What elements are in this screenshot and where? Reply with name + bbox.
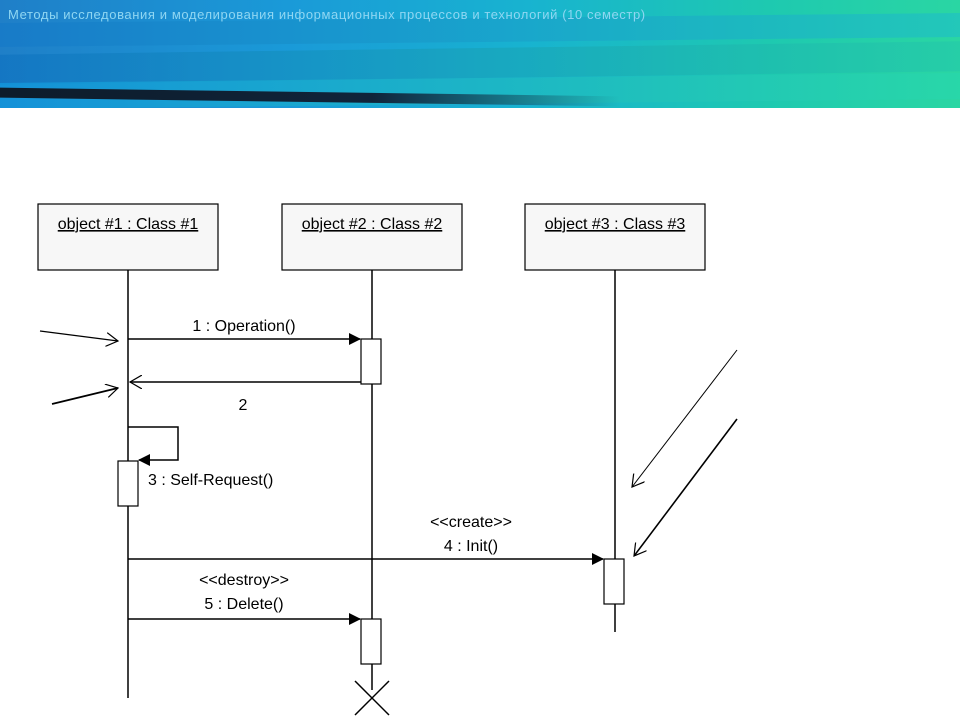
message-stereotype-4: <<create>> (430, 514, 512, 531)
annotation-arrow (634, 418, 738, 556)
object-label-3: object #3 : Class #3 (545, 216, 686, 233)
object-box-2[interactable]: object #2 : Class #2 (281, 203, 463, 271)
object-label-2: object #2 : Class #2 (302, 216, 443, 233)
destruction-x-mark (354, 680, 390, 716)
message-stereotype-5: <<destroy>> (199, 572, 289, 589)
message-label-3: 3 : Self-Request() (148, 472, 273, 489)
message-label-4: 4 : Init() (444, 538, 498, 555)
annotation-arrow (632, 349, 738, 487)
object-label-1: object #1 : Class #1 (58, 216, 199, 233)
object-box-1[interactable]: object #1 : Class #1 (37, 203, 219, 271)
message-label-2: 2 (239, 397, 248, 414)
message-label-5: 5 : Delete() (204, 596, 283, 613)
annotation-arrow (51, 388, 118, 405)
header-title: Методы исследования и моделирования инфо… (8, 7, 646, 22)
activation-bar-object-3 (603, 558, 625, 605)
activation-bar-object-2-delete (360, 618, 382, 665)
message-label-1: 1 : Operation() (192, 318, 295, 335)
object-box-3[interactable]: object #3 : Class #3 (524, 203, 706, 271)
annotation-arrow (39, 330, 118, 341)
activation-bar-object-2 (360, 338, 382, 385)
activation-bar-object-1 (117, 460, 139, 507)
message-arrow-3 (128, 426, 179, 466)
header-banner: Методы исследования и моделирования инфо… (0, 0, 960, 108)
